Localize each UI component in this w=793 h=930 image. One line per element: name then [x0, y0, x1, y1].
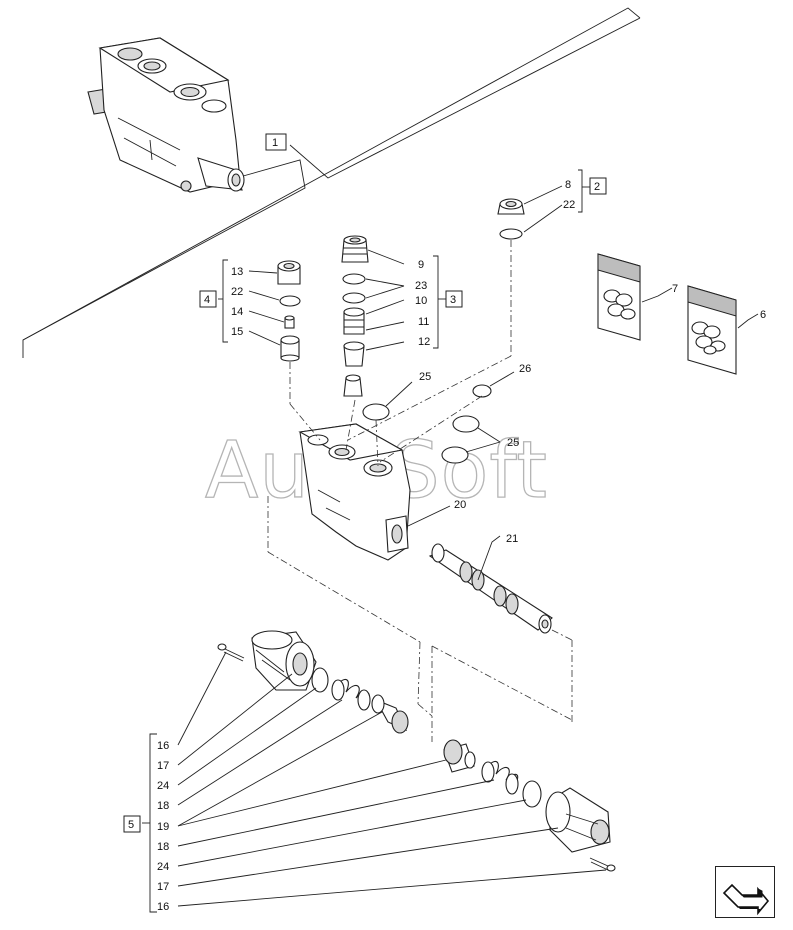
label-15: 15	[231, 326, 243, 338]
seal-kit-6	[687, 285, 737, 375]
next-page-button[interactable]	[715, 866, 775, 918]
label-25-a: 25	[419, 371, 431, 383]
label-23: 23	[415, 280, 427, 292]
label-12: 12	[418, 336, 430, 348]
o-ring-23-a	[342, 273, 366, 285]
assembly-lines	[267, 240, 573, 742]
o-ring-23-b	[342, 292, 366, 304]
label-21: 21	[506, 533, 518, 545]
spool-21	[428, 543, 553, 634]
g5-label-17-a: 17	[157, 760, 169, 772]
callout-1-box	[265, 133, 287, 151]
o-ring-24-a	[311, 667, 329, 693]
assembly-leader	[22, 159, 306, 341]
g5-label-19: 19	[157, 821, 169, 833]
plug-8	[497, 198, 525, 215]
seal-kit-7	[597, 253, 641, 341]
label-22: 22	[563, 199, 575, 211]
o-ring-25-c	[441, 446, 469, 464]
label-8: 8	[565, 179, 571, 191]
end-cap-17-b	[545, 787, 611, 853]
label-10: 10	[415, 295, 427, 307]
o-ring-25-b	[452, 415, 480, 433]
plug-13	[277, 260, 301, 285]
label-14: 14	[231, 306, 243, 318]
spring-seat-19-a	[371, 694, 409, 734]
g5-label-24-b: 24	[157, 861, 169, 873]
bolt-16-b	[589, 857, 616, 872]
label-6: 6	[760, 309, 766, 321]
label-11: 11	[418, 316, 429, 328]
spring-seat-11	[343, 307, 365, 335]
callout-5: 5	[128, 819, 134, 831]
g5-label-18-b: 18	[157, 841, 169, 853]
spring-seat-19-b	[443, 739, 476, 773]
o-ring-24-b	[522, 780, 542, 808]
label-20: 20	[454, 499, 466, 511]
spring-18-a	[331, 678, 371, 711]
callout-3-box	[445, 290, 463, 308]
poppet	[343, 374, 363, 397]
pin-14	[284, 315, 295, 329]
o-ring-22	[499, 228, 523, 240]
o-ring-22-b	[279, 295, 301, 307]
end-cap-17-a	[251, 630, 317, 691]
callout-5-box	[123, 815, 141, 833]
next-page-arrow-icon	[722, 883, 770, 916]
piston-12	[343, 341, 365, 367]
callout-4-box	[199, 290, 217, 308]
body-15	[280, 335, 300, 362]
o-ring-25-a	[362, 403, 390, 421]
o-ring-26	[472, 384, 492, 398]
callout-2-box	[589, 177, 607, 195]
bolt-16-a	[217, 643, 245, 662]
callout-4: 4	[204, 294, 210, 306]
callout-2: 2	[594, 181, 600, 193]
g5-label-24-a: 24	[157, 780, 169, 792]
plug-9	[341, 235, 369, 263]
callout-3: 3	[450, 294, 456, 306]
g5-label-17-b: 17	[157, 881, 169, 893]
g5-label-16-a: 16	[157, 740, 169, 752]
label-26: 26	[519, 363, 531, 375]
valve-body-20	[298, 423, 411, 561]
g5-label-18-a: 18	[157, 800, 169, 812]
label-25-b: 25	[507, 437, 519, 449]
label-9: 9	[418, 259, 424, 271]
label-13: 13	[231, 266, 243, 278]
valve-section-assembly	[87, 37, 245, 193]
g5-label-16-b: 16	[157, 901, 169, 913]
group5-leaders	[177, 651, 607, 907]
assembly-boundary	[22, 7, 641, 358]
label-22-b: 22	[231, 286, 243, 298]
label-7: 7	[672, 283, 678, 295]
callout-1: 1	[272, 137, 278, 149]
spring-18-b	[481, 760, 519, 795]
